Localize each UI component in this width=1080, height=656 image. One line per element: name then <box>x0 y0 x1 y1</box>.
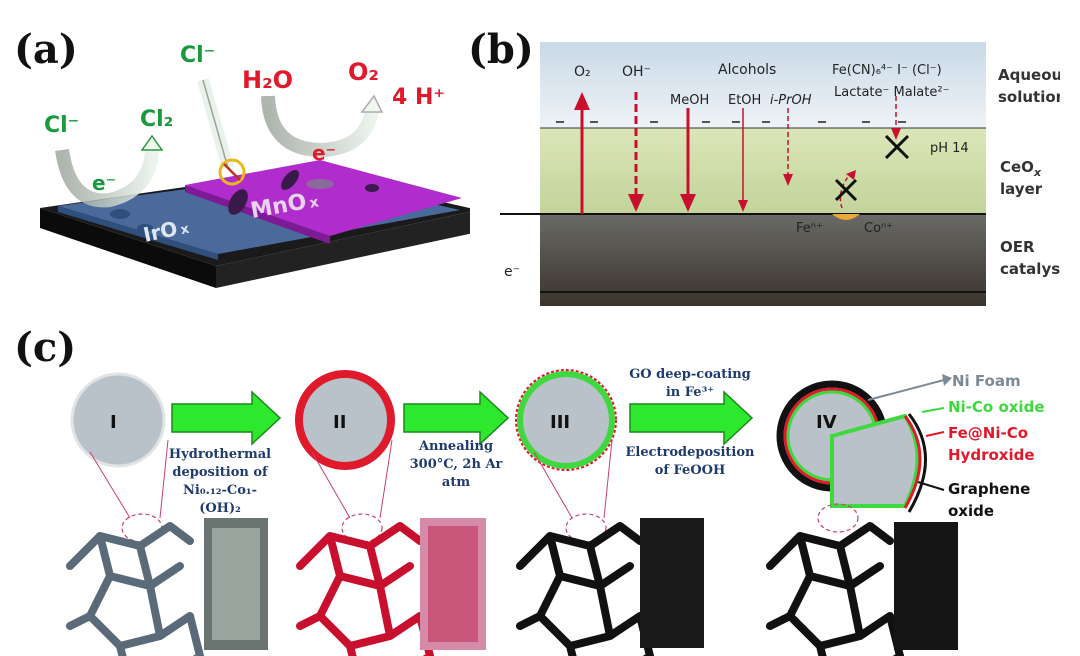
stage-iv-label: IV <box>816 412 837 433</box>
panel-a-label: (a) <box>14 26 78 73</box>
stage-iii-label: III <box>550 412 570 433</box>
species-oh: OH⁻ <box>622 64 651 80</box>
species-o2: O₂ <box>574 64 591 80</box>
co-label: Coⁿ⁺ <box>864 221 893 236</box>
process-arrows <box>171 390 754 446</box>
diffusion-arrows <box>574 92 901 214</box>
mnox-layer <box>185 160 462 236</box>
layer-solution: solution <box>998 88 1060 106</box>
stage-ii-label: II <box>333 412 346 433</box>
stage-i-label: I <box>110 412 117 433</box>
legend-hydroxide: Hydroxide <box>948 446 1035 464</box>
step2-line3: atm <box>442 475 470 490</box>
fe-label: Feⁿ⁺ <box>796 221 823 236</box>
cl2-label: Cl₂ <box>140 107 173 132</box>
panel-c-label: (c) <box>14 324 77 371</box>
legend-graphene: Graphene <box>948 480 1030 498</box>
species-alcohols: Alcohols <box>718 62 776 78</box>
ceox-region <box>540 128 986 214</box>
ph-label: pH 14 <box>930 141 969 156</box>
legend-fe-nico: Fe@Ni-Co <box>948 424 1028 442</box>
cl-oxidation-arrow <box>55 148 159 208</box>
aqueous-region <box>540 42 986 128</box>
layer-oer: OER <box>1000 238 1035 256</box>
photo-iv <box>894 522 958 650</box>
step1-line3: Ni₀.₁₂-Co₁- <box>183 483 257 498</box>
panel-a-diagram: MnOx IrOx GC Cl⁻ Cl₂ e⁻ Cl⁻ H₂O O₂ 4 H⁺ … <box>40 43 470 288</box>
foam-iii <box>520 526 650 656</box>
four-h-label: 4 H⁺ <box>392 85 445 110</box>
electron-label: e⁻ <box>504 264 520 280</box>
gc-label: GC <box>300 271 322 287</box>
h2o-label: H₂O <box>242 66 293 94</box>
cl-minus-top: Cl⁻ <box>180 43 215 68</box>
step3-bottom-line1: Electrodeposition <box>625 445 755 460</box>
e-left-label: e⁻ <box>92 171 116 195</box>
stage-iii-circle <box>517 371 615 469</box>
step3-top-line2: in Fe³⁺ <box>666 385 714 400</box>
legend-oxide: oxide <box>948 502 994 520</box>
species-lactate: Lactate⁻ Malate²⁻ <box>834 85 949 100</box>
foam-i <box>70 526 200 656</box>
panel-b-label: (b) <box>468 26 534 73</box>
layer-layer: layer <box>1000 180 1043 198</box>
cl-minus-left: Cl⁻ <box>44 113 79 138</box>
step1-line1: Hydrothermal <box>169 447 271 462</box>
legend-ni-foam: Ni Foam <box>952 372 1021 390</box>
step2-line2: 300°C, 2h Ar <box>410 457 503 472</box>
step3-bottom-line2: of FeOOH <box>655 463 726 478</box>
gc-slab-front <box>40 208 216 288</box>
foam-iv <box>770 526 900 656</box>
blocked-icon <box>218 158 246 186</box>
species-iproh: i-PrOH <box>770 93 812 108</box>
legend-nico-oxide: Ni-Co oxide <box>948 398 1045 416</box>
panel-b-diagram: O₂ OH⁻ Alcohols MeOH EtOH i-PrOH Fe(CN)₆… <box>500 42 1060 306</box>
panel-c-diagram: I II III IV Hydrothermal deposition of N… <box>0 367 1045 656</box>
stage-i-circle <box>70 372 166 468</box>
e-right-label: e⁻ <box>312 141 336 165</box>
water-oxidation-arrow <box>261 95 379 158</box>
step1-line4: (OH)₂ <box>199 501 241 516</box>
step2-line1: Annealing <box>418 439 493 454</box>
layer-ceox: CeOx <box>1000 158 1042 179</box>
step1-line2: deposition of <box>172 465 269 480</box>
blocked-x-marks <box>834 134 910 202</box>
species-etoh: EtOH <box>728 93 761 108</box>
photo-iii <box>640 518 704 648</box>
catalyst-region <box>540 214 986 306</box>
fe-co-site <box>832 214 860 220</box>
species-fecn: Fe(CN)₆⁴⁻ I⁻ (Cl⁻) <box>832 63 942 78</box>
foam-ii <box>300 526 430 656</box>
o2-label: O₂ <box>348 58 379 86</box>
stage-ii-circle <box>295 370 395 470</box>
layer-catalyst: catalyst <box>1000 260 1060 278</box>
gc-slab-side <box>216 211 470 288</box>
step3-top-line1: GO deep-coating <box>629 367 751 382</box>
species-meoh: MeOH <box>670 93 709 108</box>
